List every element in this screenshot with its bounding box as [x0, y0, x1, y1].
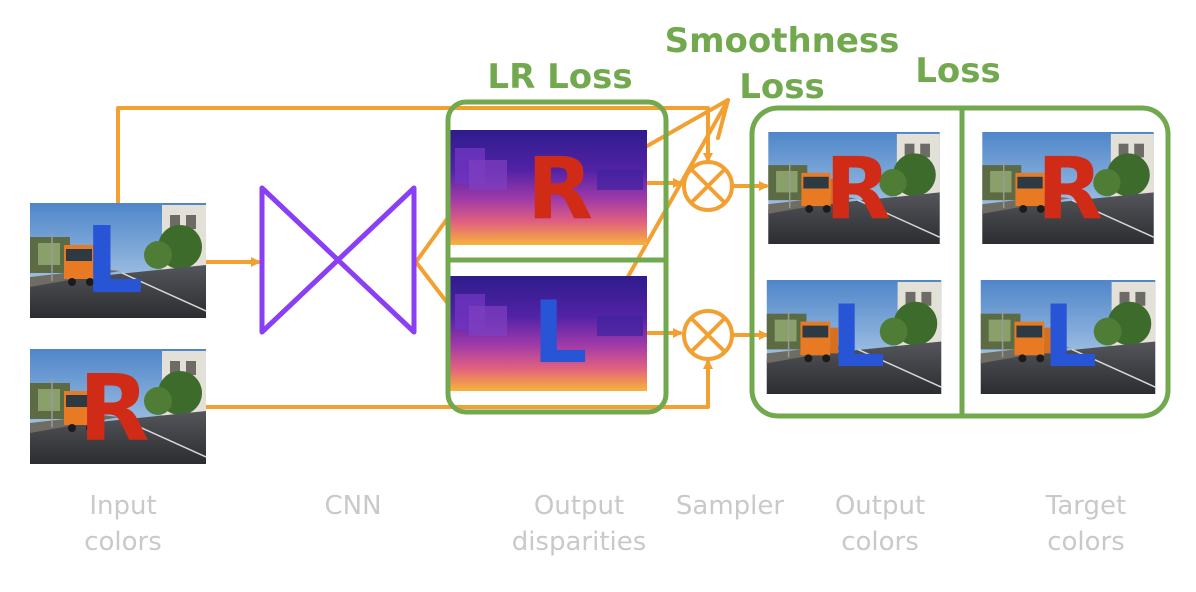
- caption-disp-line1: Output: [533, 491, 625, 521]
- caption-input-line1: Input: [89, 491, 157, 521]
- connection-arrows: [116, 98, 769, 409]
- smoothness-title-line2: Loss: [739, 67, 825, 107]
- caption-out-line2: colors: [841, 527, 919, 557]
- target-bottom-image: L: [980, 280, 1156, 394]
- smoothness-title-line1: Smoothness: [664, 21, 900, 61]
- lr-loss-box: [445, 99, 669, 415]
- output-bottom-letter: L: [831, 287, 886, 387]
- caption-input: Input colors: [58, 488, 188, 560]
- caption-sampler-line1: Sampler: [675, 491, 785, 521]
- right-image-to-sampler-arrow: [204, 359, 713, 409]
- smoothness-pointer-mid: [716, 98, 730, 140]
- caption-cnn: CNN: [288, 488, 418, 524]
- caption-disp-line2: disparities: [511, 527, 647, 557]
- caption-out-line1: Output: [834, 491, 926, 521]
- input-right-letter: R: [79, 355, 150, 462]
- caption-input-line2: colors: [84, 527, 162, 557]
- caption-target-colors: Target colors: [1016, 488, 1156, 560]
- caption-cnn-line1: CNN: [324, 491, 382, 521]
- caption-target-line2: colors: [1047, 527, 1125, 557]
- output-top-letter: R: [825, 139, 891, 239]
- disp-bottom-letter: L: [533, 283, 588, 383]
- loss-box: [749, 105, 1171, 419]
- loss-title: Loss: [915, 51, 1001, 91]
- caption-target-line1: Target: [1045, 491, 1127, 521]
- output-bottom-image: L: [766, 280, 942, 394]
- disp-top-letter: R: [527, 139, 593, 239]
- lr-loss-title: LR Loss: [487, 57, 633, 97]
- caption-output-colors: Output colors: [810, 488, 950, 560]
- disparity-bottom-map: L: [447, 276, 647, 391]
- input-left-letter: L: [85, 207, 144, 314]
- target-top-letter: R: [1037, 139, 1103, 239]
- output-top-image: R: [767, 132, 941, 244]
- input-left-image: L: [30, 203, 206, 318]
- sampler-top-icon: [682, 160, 734, 212]
- cnn-bowtie-icon: [259, 185, 417, 335]
- sampler-bottom-icon: [682, 309, 734, 361]
- caption-sampler: Sampler: [660, 488, 800, 524]
- caption-disparities: Output disparities: [494, 488, 664, 560]
- target-bottom-letter: L: [1043, 287, 1098, 387]
- disparity-top-map: R: [447, 130, 647, 245]
- input-right-image: R: [30, 349, 206, 464]
- target-top-image: R: [981, 132, 1155, 244]
